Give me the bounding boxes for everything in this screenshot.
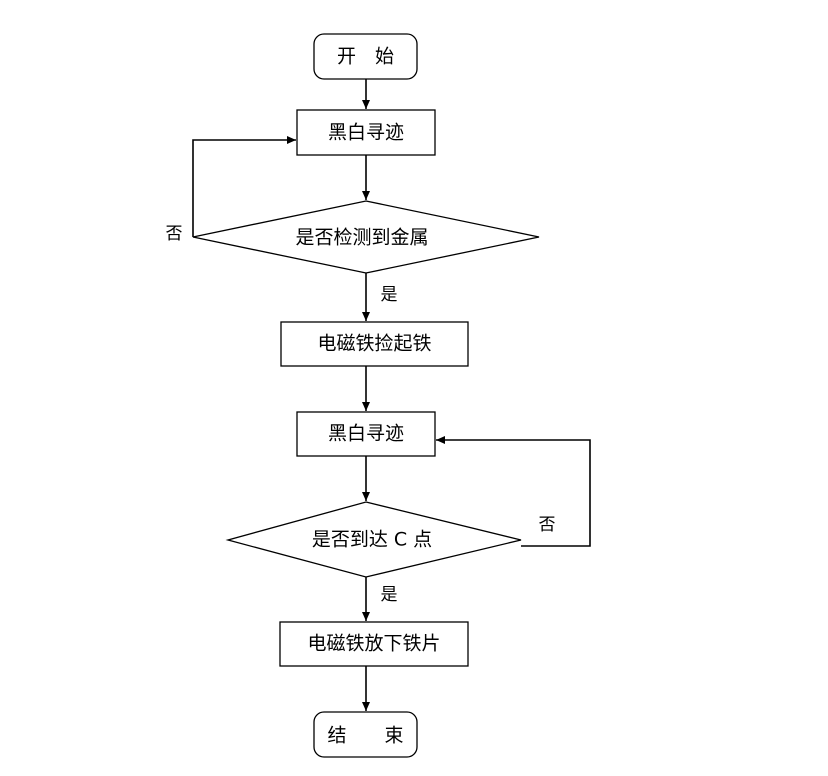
start-label: 开 始 [337,46,394,68]
end-terminal-shape [313,711,418,758]
c-check-label: 是否到达 C 点 [312,529,432,551]
putdown-node: 电磁铁放下铁片 [279,621,469,667]
pickup-node: 电磁铁捡起铁 [280,321,469,367]
track-process-shape-1 [296,109,436,156]
start-node: 开 始 [313,33,418,80]
c-yes-label: 是 [381,585,398,605]
putdown-process-shape [279,621,469,667]
track-label-1: 黑白寻迹 [328,122,404,144]
metal-yes-label: 是 [381,285,398,305]
arrow-c-no-loop [436,436,591,547]
track-process-shape-2 [296,411,436,457]
end-node: 结 束 [313,711,418,758]
metal-check-node: 是否检测到金属 [192,200,540,274]
c-check-node: 是否到达 C 点 [225,501,522,578]
arrow-metal-no-loop [192,136,296,237]
track-label-2: 黑白寻迹 [328,423,404,445]
track-node-1: 黑白寻迹 [296,109,436,156]
pickup-process-shape [280,321,469,367]
metal-check-label: 是否检测到金属 [295,227,428,249]
putdown-label: 电磁铁放下铁片 [307,633,440,655]
c-no-label: 否 [539,515,556,535]
end-label: 结 束 [327,725,403,747]
metal-no-label: 否 [166,224,183,244]
track-node-2: 黑白寻迹 [296,411,436,457]
pickup-label: 电磁铁捡起铁 [317,333,431,355]
